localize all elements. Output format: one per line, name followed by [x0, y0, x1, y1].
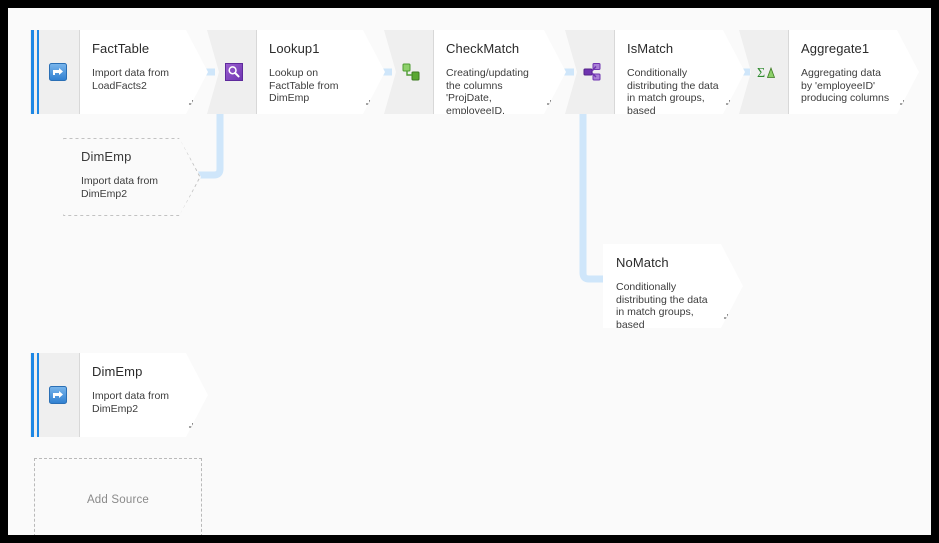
add-step-plus-icon[interactable]: +: [723, 310, 732, 327]
node-title: DimEmp: [81, 149, 132, 164]
derived-column-icon: [402, 63, 420, 81]
source-import-icon: [49, 63, 67, 81]
node-aggregate1[interactable]: Σ Aggregate1 Aggregating data by 'employ…: [739, 30, 919, 114]
lookup-magnifier-icon: [225, 63, 243, 81]
node-description: Import data from DimEmp2: [92, 390, 170, 415]
node-title: Aggregate1: [801, 41, 870, 56]
add-source-button[interactable]: Add Source: [34, 458, 202, 535]
aggregate-sigma-icon: Σ: [757, 63, 775, 81]
node-body: DimEmp Import data from DimEmp2: [63, 138, 201, 216]
svg-text:Σ: Σ: [757, 66, 765, 81]
source-import-icon: [49, 386, 67, 404]
node-description: Aggregating data by 'employeeID' produci…: [801, 67, 890, 104]
node-description: Conditionally distributing the data in m…: [616, 281, 708, 331]
node-title: Lookup1: [269, 41, 320, 56]
node-body: FactTable Import data from LoadFacts2: [80, 30, 208, 114]
node-body: DimEmp Import data from DimEmp2: [80, 353, 208, 437]
add-step-plus-icon[interactable]: +: [899, 96, 908, 113]
edge-dimempghost-lookup1: [194, 112, 224, 179]
node-dimemp-ghost[interactable]: DimEmp Import data from DimEmp2: [63, 138, 201, 216]
add-source-label: Add Source: [86, 494, 150, 506]
conditional-split-icon: [583, 63, 601, 81]
node-body: Aggregate1 Aggregating data by 'employee…: [789, 30, 919, 114]
node-ismatch[interactable]: IsMatch Conditionally distributing the d…: [565, 30, 745, 114]
node-title: FactTable: [92, 41, 150, 56]
add-step-plus-icon[interactable]: +: [188, 419, 197, 436]
node-title: IsMatch: [627, 41, 674, 56]
node-nomatch[interactable]: NoMatch Conditionally distributing the d…: [603, 244, 743, 328]
node-title: NoMatch: [616, 255, 669, 270]
node-description: Import data from DimEmp2: [81, 175, 159, 200]
add-step-plus-icon[interactable]: +: [188, 96, 197, 113]
node-checkmatch[interactable]: CheckMatch Creating/updating the columns…: [384, 30, 566, 114]
node-description: Lookup on FactTable from DimEmp: [269, 67, 339, 104]
node-body: IsMatch Conditionally distributing the d…: [615, 30, 745, 114]
add-step-plus-icon[interactable]: +: [546, 96, 555, 113]
source-accent-bars: [30, 353, 40, 437]
node-description: Conditionally distributing the data in m…: [627, 67, 719, 117]
node-lookup1[interactable]: Lookup1 Lookup on FactTable from DimEmp …: [207, 30, 385, 114]
node-title: DimEmp: [92, 364, 143, 379]
node-description: Creating/updating the columns 'ProjDate,…: [446, 67, 529, 117]
node-body: CheckMatch Creating/updating the columns…: [434, 30, 566, 114]
data-flow-canvas[interactable]: FactTable Import data from LoadFacts2 + …: [8, 8, 931, 535]
add-step-plus-icon[interactable]: +: [365, 96, 374, 113]
node-facttable[interactable]: FactTable Import data from LoadFacts2 +: [30, 30, 208, 114]
node-body: Lookup1 Lookup on FactTable from DimEmp: [257, 30, 385, 114]
source-accent-bars: [30, 30, 40, 114]
add-step-plus-icon[interactable]: +: [725, 96, 734, 113]
node-dimemp-source[interactable]: DimEmp Import data from DimEmp2 +: [30, 353, 208, 437]
node-body: NoMatch Conditionally distributing the d…: [603, 244, 743, 328]
node-description: Import data from LoadFacts2: [92, 67, 170, 92]
node-title: CheckMatch: [446, 41, 520, 56]
